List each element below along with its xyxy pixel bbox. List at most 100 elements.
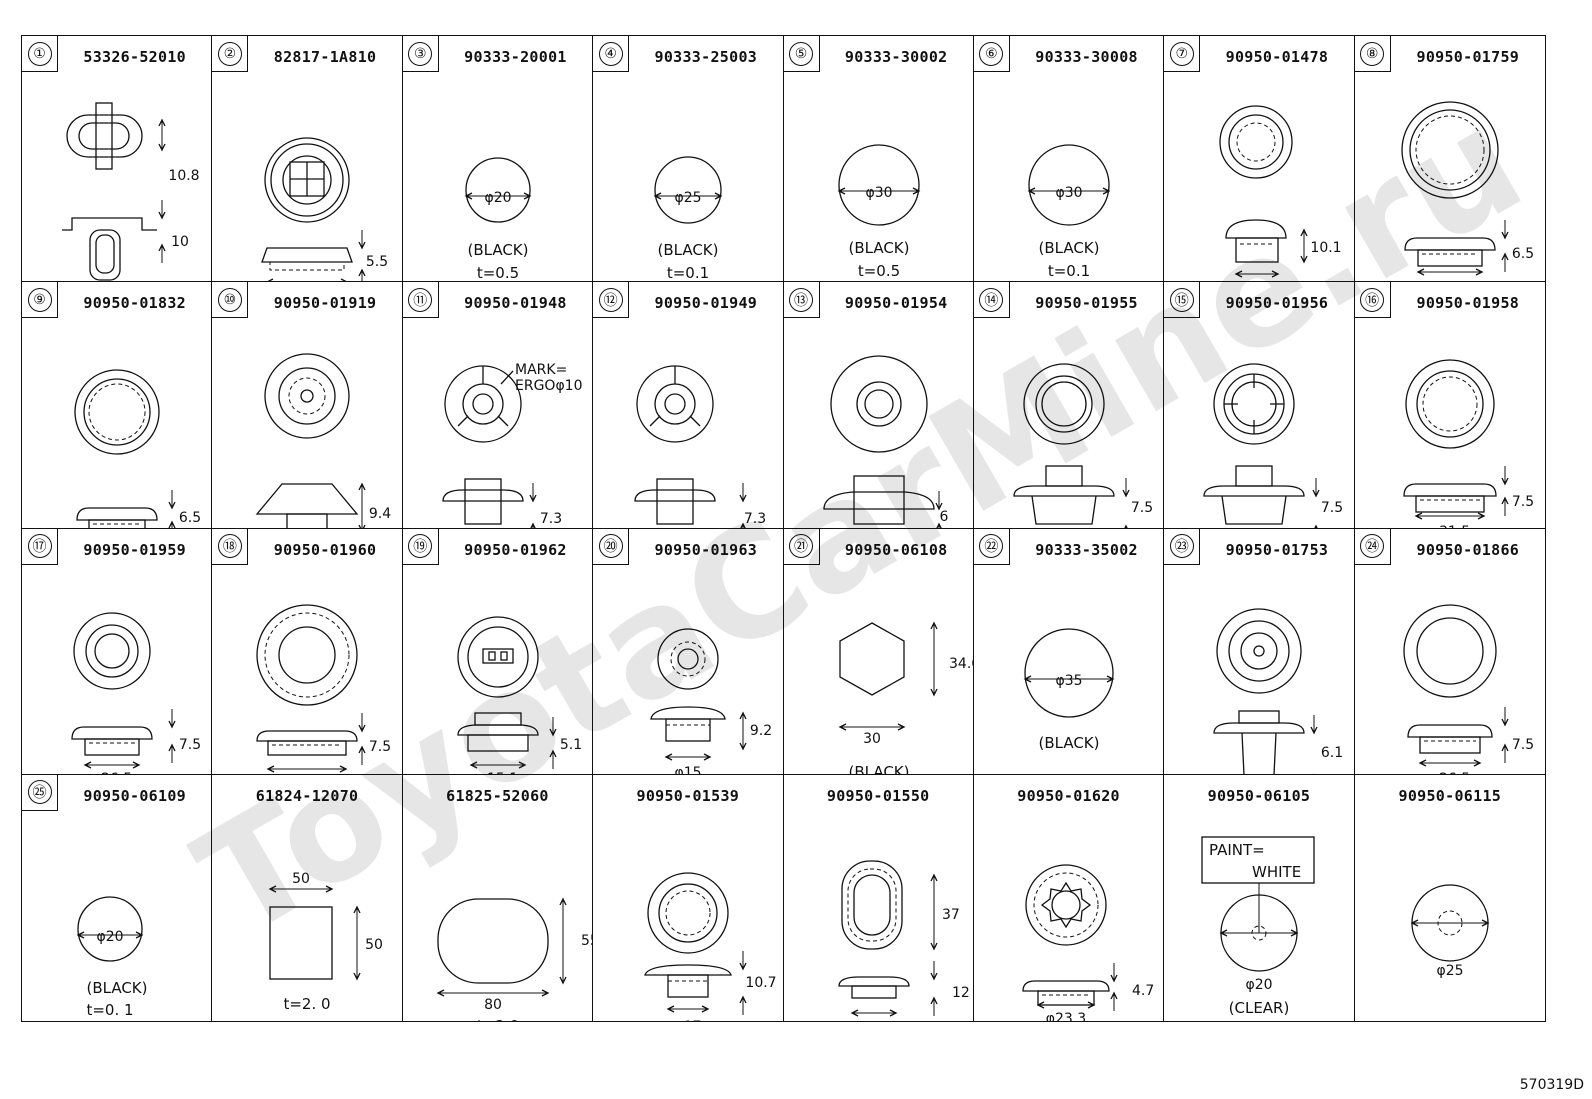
dim-label: (BLACK)	[467, 241, 528, 259]
part-number: 90950-06108	[844, 540, 948, 559]
item-number: ㉑	[789, 534, 813, 558]
part-number: 90333-35002	[1035, 540, 1138, 559]
dim-label: 7.3	[744, 511, 766, 527]
part-number: 90950-01954	[844, 294, 948, 313]
dim-label: t=0.1	[667, 264, 709, 282]
item-number-box: ⑳	[593, 528, 630, 565]
dim-label: 7.3	[540, 511, 562, 527]
part-drawing: φ35(BLACK)	[1023, 627, 1115, 752]
dim-label: 50	[292, 871, 310, 887]
part-drawing: φ26.57.5	[1402, 603, 1534, 775]
dim-label: 80	[484, 997, 502, 1013]
item-number: ⑨	[27, 287, 52, 312]
part-drawing: 34.630(BLACK)	[838, 621, 974, 774]
dim-label: 10.1	[1311, 240, 1342, 256]
item-number: ⑰	[27, 534, 52, 558]
dim-label: t=2.0	[477, 1017, 519, 1021]
item-number: ①	[27, 41, 52, 66]
dim-label: φ20	[484, 190, 511, 206]
item-number-box: ㉒	[973, 528, 1010, 565]
dim-label: 10.7	[746, 975, 777, 991]
part-number: 90950-01963	[654, 540, 758, 559]
part-number: 90950-01959	[83, 540, 186, 559]
part-number: 90950-01955	[1035, 294, 1138, 313]
dim-label: PAINT=	[1209, 841, 1265, 859]
diagram-code: 570319D	[1519, 1077, 1584, 1093]
part-drawing: φ13.56	[822, 355, 948, 528]
item-number-box: ㉔	[1354, 528, 1391, 565]
item-number-box: ⑯	[1354, 282, 1391, 319]
dim-label: 5.1	[560, 737, 582, 753]
dim-label: φ25	[675, 190, 702, 206]
dim-label: 6	[939, 509, 948, 525]
dim-label: φ14.5	[1239, 280, 1279, 282]
dim-label: φ24.5	[1429, 280, 1469, 282]
item-number-box: ⑫	[593, 282, 630, 319]
part-drawing: φ30(BLACK)t=0.5	[837, 144, 920, 280]
item-number: ⑤	[789, 41, 813, 66]
part-drawing: φ15.15.1	[457, 615, 582, 774]
dim-label: φ35	[1055, 673, 1082, 689]
dim-label: ERGOφ10	[515, 378, 583, 394]
part-drawing: φ25(BLACK)t=0.1	[653, 156, 723, 282]
dim-label: φ26.5	[92, 771, 132, 775]
item-number: ㉕	[27, 780, 52, 805]
dim-label: 50	[365, 937, 383, 953]
part-number: 90950-01866	[1416, 540, 1520, 559]
item-number: ⑩	[217, 287, 242, 312]
dim-label: 34.6	[949, 656, 974, 672]
dim-label: φ17	[675, 1019, 702, 1021]
part-number: 90950-01478	[1225, 48, 1329, 66]
item-number-box: ③	[402, 36, 439, 72]
part-number: 90950-01958	[1416, 294, 1520, 313]
dim-label: 10.8	[168, 168, 199, 184]
dim-label: 7.5	[179, 737, 201, 753]
dim-label: φ30	[1055, 185, 1082, 201]
part-number: 90333-30002	[844, 48, 948, 66]
part-drawing: φ20(BLACK)t=0. 1	[76, 896, 148, 1019]
dim-label: t=0.1	[1048, 262, 1090, 280]
part-drawing: φ23.34.7	[1022, 864, 1154, 1021]
dim-label: 10	[171, 234, 189, 250]
dim-label: φ20	[96, 929, 123, 945]
dim-label: t=0.5	[857, 262, 899, 280]
part-number: 90950-01960	[273, 540, 377, 559]
part-drawing: φ24.56.5	[1400, 101, 1534, 282]
part-cell: ⑥ 90333-30008 φ30(BLACK)t=0.1	[973, 36, 1165, 283]
item-number-box: ⑩	[212, 282, 249, 319]
part-drawing: φ20(BLACK)t=0.5	[464, 157, 532, 281]
dim-label: (BLACK)	[86, 979, 147, 997]
item-number-box: ②	[212, 36, 249, 72]
item-number-box: ⑥	[973, 36, 1010, 72]
dim-label: 7.5	[369, 739, 391, 755]
item-number-box: ①	[22, 36, 58, 72]
part-cell: ⑤ 90333-30002 φ30(BLACK)t=0.5	[783, 36, 974, 283]
dim-label: 9.2	[750, 723, 772, 739]
dim-label: 6.5	[179, 510, 201, 526]
item-number: ⑱	[217, 534, 242, 558]
part-number: 90333-30008	[1035, 48, 1138, 66]
part-number: 61825-52060	[446, 786, 549, 805]
part-number: 90950-06105	[1207, 786, 1311, 805]
part-number: 90950-01759	[1416, 48, 1520, 66]
part-drawing: φ30(BLACK)t=0.1	[1027, 144, 1111, 280]
dim-label: φ26.5	[1429, 771, 1469, 775]
part-drawing: φ10.47.3	[634, 365, 766, 528]
item-number: ⑧	[1360, 41, 1385, 66]
